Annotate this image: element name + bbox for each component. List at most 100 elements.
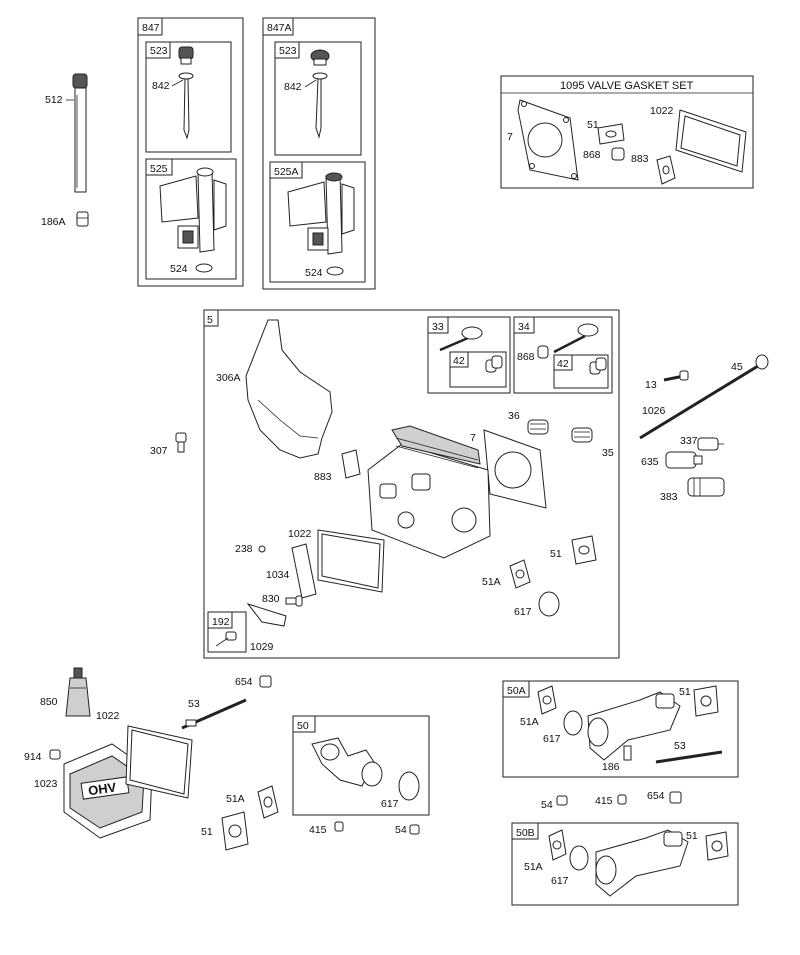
label-617: 617	[514, 606, 532, 618]
label-883: 883	[314, 471, 332, 483]
intake-manifold-icon	[311, 737, 383, 787]
label-1034: 1034	[266, 569, 290, 581]
kit-847a-dipstick-frame	[274, 41, 362, 156]
kit-50-group: 50 617	[292, 715, 430, 816]
label-383: 383	[660, 491, 678, 503]
label-45: 45	[731, 361, 743, 373]
kit-50-tag: 50	[297, 720, 309, 732]
screw-54-icon	[409, 824, 420, 835]
kit-847a-tube-tag-box	[269, 161, 303, 179]
label-51a-c: 51A	[520, 716, 539, 728]
kit-33-tag-box	[427, 316, 449, 334]
label-54-b: 54	[541, 799, 553, 811]
label-617-c: 617	[543, 733, 561, 745]
pushrod-1026-icon	[639, 354, 769, 440]
dipstick-cap-icon	[178, 46, 194, 65]
label-7: 7	[470, 432, 476, 444]
kit-50b-frame	[511, 822, 739, 906]
kit-34-keeper-tag: 42	[557, 358, 569, 370]
label-617-d: 617	[551, 875, 569, 887]
kit-192-tag-box	[207, 611, 233, 629]
label-51a-b: 51A	[226, 793, 245, 805]
sealant-tube-850-icon	[65, 667, 91, 717]
label-850: 850	[40, 696, 58, 708]
seal-842-icon	[312, 72, 328, 80]
kit-34-tag: 34	[518, 321, 530, 333]
label-186a: 186A	[41, 216, 66, 228]
kit-847-dipstick-tag-box	[145, 41, 171, 59]
label-842-b: 842	[284, 81, 302, 93]
nut-415-b-icon	[617, 794, 627, 805]
nut-415-icon	[334, 821, 344, 832]
heat-shield-306a-icon	[245, 319, 333, 459]
kit-847a-tube-tag: 525A	[274, 166, 299, 178]
gasket-51-b-icon	[221, 811, 249, 851]
label-51a-d: 51A	[524, 861, 543, 873]
bolt-13-icon	[663, 370, 689, 382]
valve-gasket-set-title: 1095 VALVE GASKET SET	[560, 80, 694, 92]
kit-5-tag-box	[203, 309, 219, 327]
dipstick-tube-512-icon	[72, 73, 88, 193]
kit-34-tag-box	[513, 316, 535, 334]
label-337: 337	[680, 435, 698, 447]
oring-617-d-icon	[569, 845, 589, 871]
label-1023: 1023	[34, 778, 58, 790]
label-238: 238	[235, 543, 253, 555]
kit-847-tube-frame	[145, 158, 237, 280]
label-53-b: 53	[674, 740, 686, 752]
label-307: 307	[150, 445, 168, 457]
kit-33-keeper-tag: 42	[453, 355, 465, 367]
oring-524-icon	[195, 263, 213, 273]
kit-50-frame	[292, 715, 430, 816]
label-1026: 1026	[642, 405, 666, 417]
kit-847a-group: 847A 523 842 525A 524	[262, 17, 376, 290]
valve-cover-1023-icon: OHV	[63, 743, 153, 839]
kit-34-frame	[513, 316, 613, 394]
head-gasket-icon	[517, 99, 579, 181]
stud-53-icon	[181, 698, 247, 730]
intake-manifold-b-icon	[595, 829, 689, 897]
kit-192-tag: 192	[212, 616, 230, 628]
gasket-51-d-icon	[705, 831, 729, 861]
label-654-b: 654	[647, 790, 665, 802]
dipstick-blade-icon	[315, 78, 322, 139]
label-512: 512	[45, 94, 63, 106]
head-gasket-7-icon	[483, 429, 547, 509]
kit-847-tag: 847	[142, 22, 160, 34]
vgs-label-7: 7	[507, 131, 513, 143]
valve-gasket-set-frame	[500, 75, 754, 189]
label-51-b: 51	[201, 826, 213, 838]
plug-337-icon	[697, 437, 724, 451]
kit-50a-frame	[502, 680, 739, 778]
screw-830-icon	[285, 595, 303, 607]
valve-34-icon	[553, 323, 599, 354]
kit-847a-tag: 847A	[267, 22, 292, 34]
vgs-label-868: 868	[583, 149, 601, 161]
nut-654-b-icon	[669, 791, 682, 804]
screw-383-icon	[687, 477, 725, 497]
label-36: 36	[508, 410, 520, 422]
label-51-c: 51	[679, 686, 691, 698]
kit-847-frame	[137, 17, 244, 287]
kit-33-keeper-tag-box	[449, 351, 469, 368]
kit-33-keeper-frame	[449, 351, 507, 388]
gasket-51a-d-icon	[548, 829, 567, 861]
dipstick-tube-assembly-icon	[159, 167, 227, 253]
gasket-51-c-icon	[693, 685, 719, 717]
nut-654-icon	[259, 675, 272, 688]
label-524-a: 524	[170, 263, 188, 275]
kit-847a-dipstick-tag-box	[274, 41, 300, 59]
kit-50-tag-box	[292, 715, 316, 733]
plug-238-icon	[258, 545, 266, 553]
label-51: 51	[550, 548, 562, 560]
label-617-b: 617	[381, 798, 399, 810]
label-186: 186	[602, 761, 620, 773]
vgs-label-1022: 1022	[650, 105, 674, 117]
intake-manifold-a-icon	[587, 691, 681, 761]
kit-50b-tag: 50B	[516, 827, 535, 839]
oring-617-icon	[538, 591, 560, 617]
label-13: 13	[645, 379, 657, 391]
label-868-b: 868	[517, 351, 535, 363]
label-1029: 1029	[250, 641, 274, 653]
